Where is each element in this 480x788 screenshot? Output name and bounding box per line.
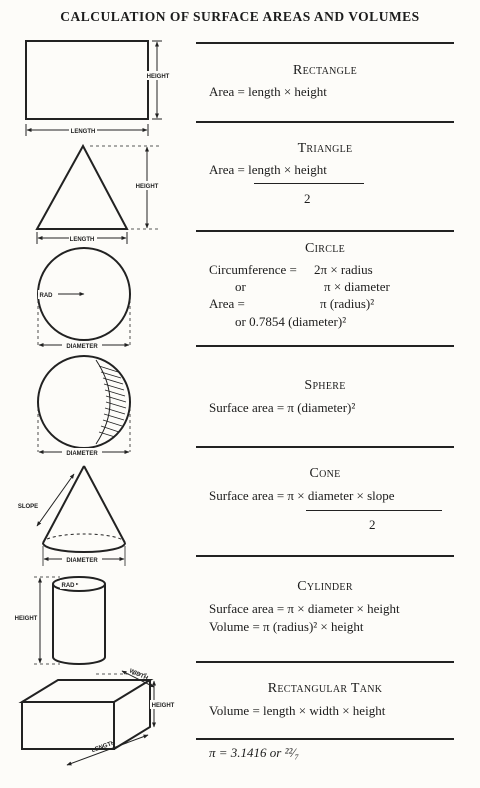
rectangle-heading: Rectangle (292, 63, 357, 78)
pi-note: π = 3.1416 or ²²⁄₇ (209, 745, 300, 760)
tank-height-label: HEIGHT (152, 703, 175, 709)
sphere-formula: Surface area = π (diameter)² (209, 400, 356, 415)
circle-heading: Circle (304, 241, 346, 256)
cylinder-heading: Cylinder (297, 579, 353, 594)
cylinder-volume-formula: Volume = π (radius)² × height (209, 619, 364, 634)
sphere-diameter-label: DIAMETER (66, 451, 98, 457)
fraction-bar (306, 510, 442, 511)
cylinder-surface-formula: Surface area = π × diameter × height (209, 601, 400, 616)
circle-circumference-label: Circumference = (209, 262, 297, 277)
circle-rad-label: RAD (40, 293, 54, 299)
rectangle-figure (25, 40, 162, 136)
circle-area-label: Area = (209, 296, 245, 311)
tank-formula: Volume = length × width × height (209, 703, 386, 718)
triangle-figure (35, 143, 160, 244)
cylinder-rad-label: RAD (62, 583, 76, 589)
circle-circumference-alt: π × diameter (324, 279, 390, 294)
fraction-bar (254, 183, 364, 184)
section-rule (196, 661, 454, 663)
sphere-figure (37, 355, 131, 454)
tank-length-label: LENGTH (91, 740, 116, 754)
section-rule (196, 345, 454, 347)
section-rule (196, 555, 454, 557)
section-rule (196, 121, 454, 123)
circle-or-label: or (235, 279, 246, 294)
circle-diameter-label: DIAMETER (66, 344, 98, 350)
triangle-length-label: LENGTH (70, 237, 95, 243)
triangle-formula-denominator: 2 (304, 191, 311, 206)
rect-length-label: LENGTH (71, 129, 96, 135)
tank-figure (18, 670, 156, 766)
triangle-height-label: HEIGHT (136, 184, 159, 190)
sphere-heading: Sphere (304, 378, 346, 393)
circle-area-formula: π (radius)² (320, 296, 375, 311)
circle-circumference-formula: 2π × radius (314, 262, 373, 277)
triangle-heading: Triangle (297, 141, 353, 156)
page-title: CALCULATION OF SURFACE AREAS AND VOLUMES (60, 9, 420, 24)
cone-formula-denominator: 2 (369, 517, 376, 532)
rect-height-label: HEIGHT (147, 74, 170, 80)
cone-figure (36, 465, 126, 566)
tank-heading: Rectangular Tank (267, 681, 383, 696)
cone-formula-numerator: Surface area = π × diameter × slope (209, 488, 395, 503)
section-rule (196, 446, 454, 448)
cone-slope-label: SLOPE (18, 504, 38, 510)
cone-heading: Cone (309, 466, 341, 481)
section-rule (196, 42, 454, 44)
section-rule (196, 230, 454, 232)
section-rule (196, 738, 454, 740)
cylinder-height-label: HEIGHT (15, 616, 38, 622)
rectangle-formula: Area = length × height (209, 84, 327, 99)
triangle-formula-numerator: Area = length × height (209, 162, 327, 177)
cylinder-figure (34, 576, 106, 665)
cone-diameter-label: DIAMETER (66, 558, 98, 564)
circle-area-alt: or 0.7854 (diameter)² (235, 314, 347, 329)
